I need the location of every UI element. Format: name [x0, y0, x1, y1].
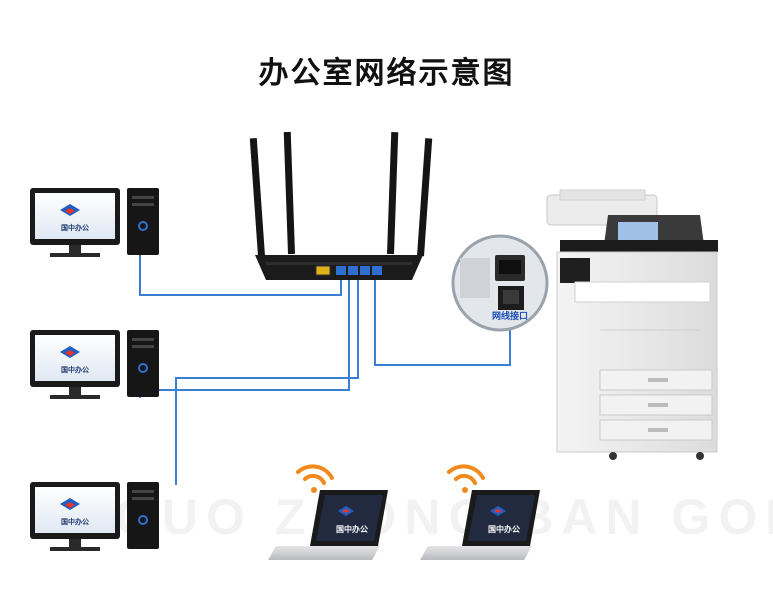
computer-screen-label: 国中办公	[61, 365, 89, 374]
printer-port-detail: 网线接口	[451, 234, 549, 332]
desktop-computer-icon: 国中办公	[30, 482, 159, 551]
printer-icon	[546, 189, 718, 460]
watermark-text: GUO ZHONG BAN GONG	[115, 489, 773, 545]
wifi-icon	[296, 464, 334, 493]
desktop-computer-icon: 国中办公	[30, 188, 159, 257]
computer-screen-label: 国中办公	[61, 517, 89, 526]
wifi-icon	[447, 464, 485, 493]
cable-router-printer	[374, 272, 511, 366]
cable-pc1-router	[139, 255, 342, 296]
laptop-screen-label: 国中办公	[488, 524, 520, 534]
cable-pc2-router	[139, 272, 350, 398]
laptop-icon: 国中办公	[268, 490, 388, 560]
laptop-icon: 国中办公	[420, 490, 540, 560]
desktop-computer-icon: 国中办公	[30, 330, 159, 399]
router-icon	[249, 131, 433, 280]
cable-pc3-router	[175, 272, 359, 485]
laptop-screen-label: 国中办公	[336, 524, 368, 534]
computer-screen-label: 国中办公	[61, 223, 89, 232]
diagram-title: 办公室网络示意图	[258, 57, 515, 90]
printer-port-label: 网线接口	[492, 310, 528, 322]
network-cables	[139, 255, 511, 485]
